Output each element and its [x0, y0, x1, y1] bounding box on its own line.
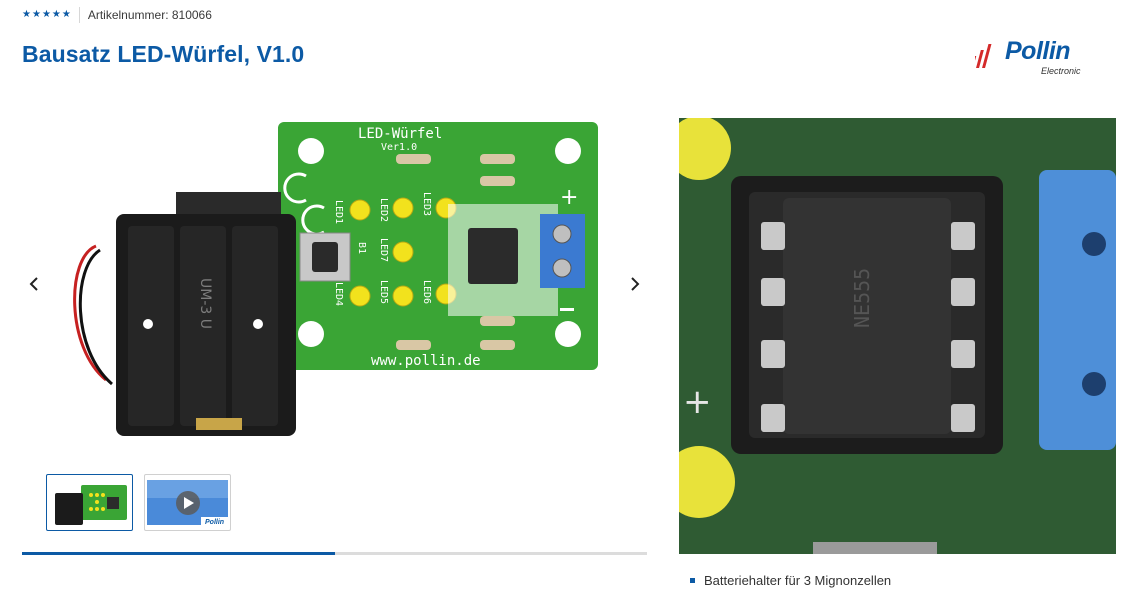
thumbnail-video[interactable]: Pollin	[144, 474, 231, 531]
feature-text: Batteriehalter für 3 Mignonzellen	[704, 573, 892, 588]
led-label: B1	[356, 242, 367, 254]
led-label: LED5	[378, 280, 389, 304]
led-dice-kit-image: LED-Würfel Ver1.0 www.pollin.de LED1 LED…	[73, 122, 598, 436]
video-thumb-brand: Pollin	[205, 519, 224, 526]
star-icon: ★	[61, 9, 71, 20]
led-label: LED7	[378, 238, 389, 262]
ic-marking: NE555	[850, 268, 874, 328]
chevron-left-icon	[29, 277, 38, 291]
brand-subtitle: Electronic	[1041, 66, 1081, 76]
ic-closeup-image: NE555 +	[679, 118, 1116, 554]
image-zoom-panel: NE555 +	[679, 118, 1116, 554]
star-icon: ★	[22, 9, 31, 20]
pollin-mark-icon	[975, 44, 992, 68]
thumbnail-kit-image	[55, 485, 127, 525]
led-label: LED3	[421, 192, 432, 216]
product-image[interactable]: LED-Würfel Ver1.0 www.pollin.de LED1 LED…	[56, 118, 603, 460]
brand-name: Pollin	[1005, 37, 1071, 65]
board-title-text: LED-Würfel	[358, 126, 442, 142]
svg-text:+: +	[560, 185, 578, 210]
brand-logo[interactable]: Pollin Electronic	[975, 37, 1100, 80]
video-thumbnail-image: Pollin	[147, 480, 228, 526]
led-label: LED4	[333, 282, 344, 306]
divider	[78, 7, 80, 23]
star-icon: ★	[51, 9, 61, 20]
feature-list-item: Batteriehalter für 3 Mignonzellen	[690, 573, 891, 588]
led-label: LED6	[421, 280, 432, 304]
battery-mark-text: UM-3 U	[197, 278, 213, 329]
star-icon: ★	[41, 9, 51, 20]
led-label: LED2	[378, 198, 389, 222]
board-version-text: Ver1.0	[381, 142, 417, 153]
pad-plus-label: +	[683, 382, 712, 422]
carousel-progress-bar	[22, 552, 647, 555]
thumbnail-image[interactable]	[46, 474, 133, 531]
led-label: LED1	[333, 200, 344, 224]
chevron-right-icon	[631, 277, 640, 291]
product-title: Bausatz LED-Würfel, V1.0	[22, 41, 305, 67]
gallery-prev-button[interactable]	[23, 272, 47, 296]
star-rating[interactable]: ★ ★ ★ ★ ★	[22, 10, 71, 20]
article-number: Artikelnummer: 810066	[87, 8, 212, 22]
carousel-progress-fill	[22, 552, 335, 555]
bullet-icon	[690, 578, 695, 583]
gallery-next-button[interactable]	[622, 272, 646, 296]
board-url-text: www.pollin.de	[371, 353, 481, 369]
star-icon: ★	[31, 9, 41, 20]
rating-row: ★ ★ ★ ★ ★ Artikelnummer: 810066	[22, 7, 212, 23]
